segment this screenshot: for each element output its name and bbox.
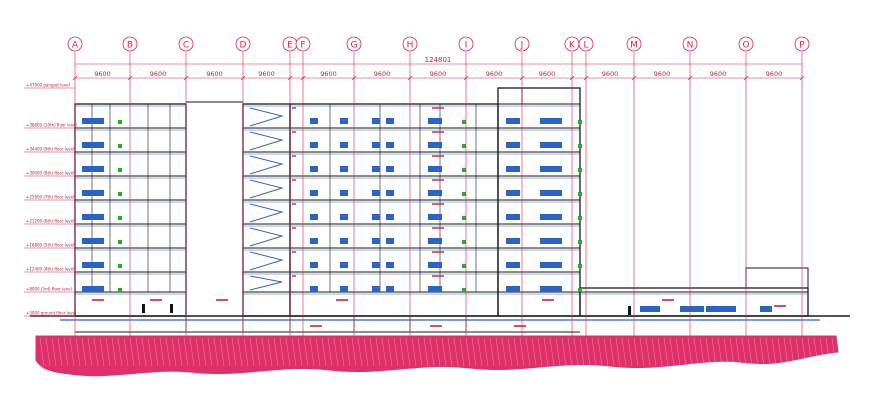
bay-dimension: 9600 xyxy=(654,70,671,78)
grid-bubble-H xyxy=(402,36,418,52)
grid-label-G: G xyxy=(351,41,358,51)
furniture-layer xyxy=(82,107,786,327)
grid-bubble-A xyxy=(67,36,83,52)
grid-bubble-N xyxy=(682,36,698,52)
bay-dimension: 9600 xyxy=(94,70,111,78)
bay-dimension: 9600 xyxy=(710,70,727,78)
grid-label-N: N xyxy=(687,41,694,51)
grid-bubble-G xyxy=(346,36,362,52)
level-label: +34400 (9th) floor level xyxy=(26,147,74,152)
grid-label-C: C xyxy=(183,41,189,51)
stair-block xyxy=(242,103,291,317)
bay-dimension: 9600 xyxy=(320,70,337,78)
grid-bubble-O xyxy=(738,36,754,52)
grid-label-I: I xyxy=(465,41,468,51)
bay-dimension: 9600 xyxy=(766,70,783,78)
level-label: +16800 (5th) floor level xyxy=(26,243,74,248)
grid-label-O: O xyxy=(742,41,749,51)
bay-dimension: 9600 xyxy=(206,70,223,78)
grid-bubble-J xyxy=(514,36,530,52)
overall-dimension: 124801 xyxy=(425,56,452,64)
grid-label-K: K xyxy=(569,41,576,51)
level-label: +30000 (8th) floor level xyxy=(26,171,74,176)
level-label: +38800 (10th) floor level xyxy=(26,123,77,128)
bay-dimension: 9600 xyxy=(150,70,167,78)
grid-label-D: D xyxy=(240,41,247,51)
grid-label-H: H xyxy=(407,41,414,51)
grid-label-B: B xyxy=(127,41,133,51)
bay-dimension: 9600 xyxy=(258,70,275,78)
block-left xyxy=(74,103,187,317)
grid-label-F: F xyxy=(300,41,305,51)
grid-label-J: J xyxy=(520,41,524,51)
grid-label-L: L xyxy=(583,41,588,51)
grid-bubble-B xyxy=(122,36,138,52)
grid-bubble-M xyxy=(626,36,642,52)
bay-dimension: 9600 xyxy=(602,70,619,78)
bay-dimension: 9600 xyxy=(486,70,503,78)
ground-hatch xyxy=(35,335,839,377)
bay-dimension: 9600 xyxy=(430,70,447,78)
level-label: +8000 (3rd) floor level xyxy=(26,287,72,292)
level-label: +47000 parapet level xyxy=(26,83,70,88)
ground-hatch-texture xyxy=(39,337,837,367)
grid-bubble-L xyxy=(578,36,594,52)
level-label: +12400 (4th) floor level xyxy=(26,267,74,272)
grid-bubble-F xyxy=(295,36,311,52)
grid-label-E: E xyxy=(287,41,293,51)
level-label: +21200 (6th) floor level xyxy=(26,219,74,224)
block-right xyxy=(497,87,581,317)
grid-bubble-C xyxy=(178,36,194,52)
block-main xyxy=(289,103,499,317)
grid-bubble-D xyxy=(235,36,251,52)
level-label: +3000 ground floor level xyxy=(26,311,76,316)
grid-bubble-I xyxy=(458,36,474,52)
grid-bubble-P xyxy=(794,36,810,52)
bay-dimension: 9600 xyxy=(539,70,556,78)
grid-label-P: P xyxy=(799,41,805,51)
grid-label-M: M xyxy=(630,41,638,51)
level-label: +25600 (7th) floor level xyxy=(26,195,74,200)
bay-dimension: 9600 xyxy=(374,70,391,78)
grid-label-A: A xyxy=(72,41,79,51)
